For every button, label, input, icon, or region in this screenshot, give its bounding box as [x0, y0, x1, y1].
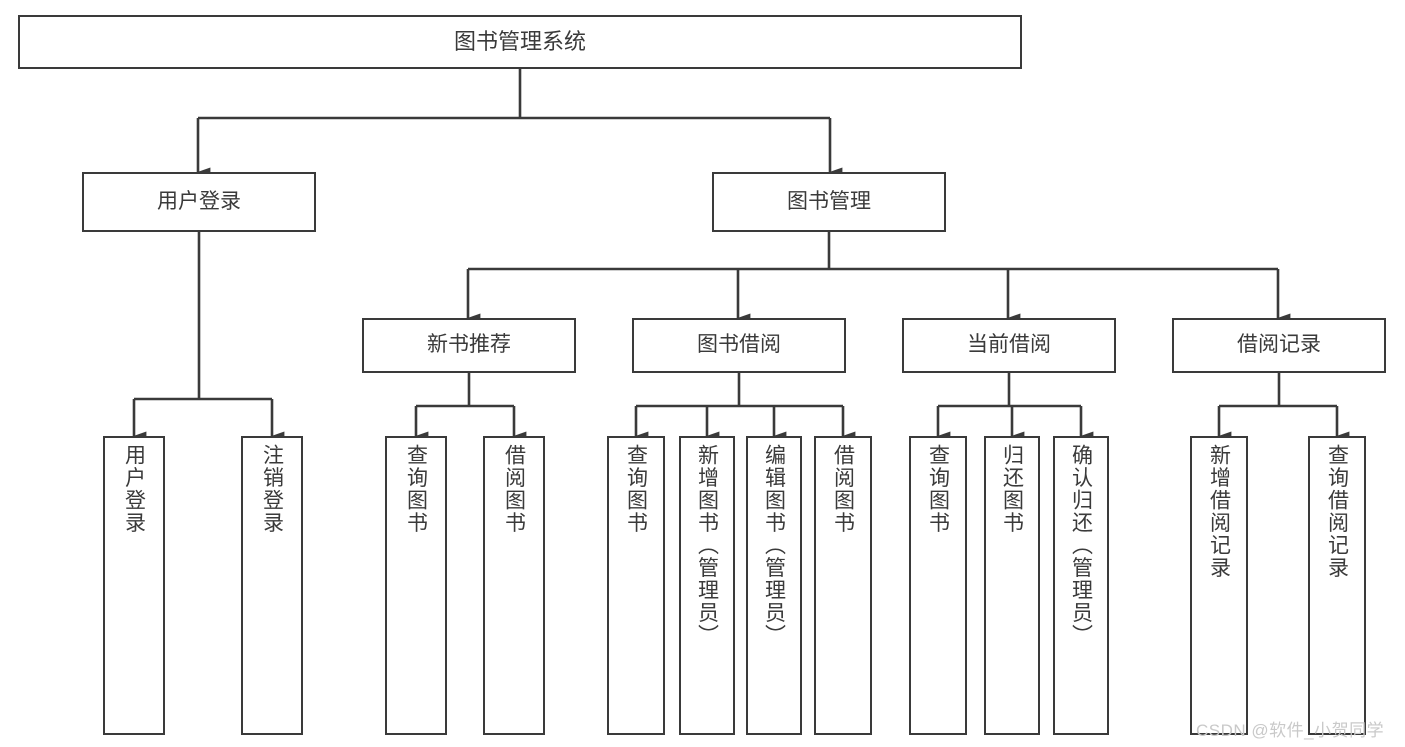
- node-label: 确认归还（管理员）: [1069, 444, 1093, 647]
- node-leaf-edit-book[interactable]: 编辑图书（管理员）: [746, 436, 802, 735]
- node-leaf-user-login[interactable]: 用户登录: [103, 436, 165, 735]
- node-label: 编辑图书（管理员）: [762, 444, 786, 647]
- node-leaf-borrow-book-1[interactable]: 借阅图书: [483, 436, 545, 735]
- node-label: 新书推荐: [427, 333, 511, 357]
- node-book-borrow[interactable]: 图书借阅: [632, 318, 846, 373]
- node-label: 图书管理系统: [453, 29, 586, 55]
- node-label: 查询图书: [624, 444, 648, 534]
- node-current-borrow[interactable]: 当前借阅: [902, 318, 1116, 373]
- node-label: 查询图书: [926, 444, 950, 534]
- node-label: 注销登录: [260, 444, 284, 534]
- node-leaf-add-record[interactable]: 新增借阅记录: [1190, 436, 1248, 735]
- node-label: 借阅图书: [831, 444, 855, 534]
- node-label: 图书管理: [787, 189, 871, 213]
- node-leaf-query-book-1[interactable]: 查询图书: [385, 436, 447, 735]
- node-leaf-return-book[interactable]: 归还图书: [984, 436, 1040, 735]
- node-label: 当前借阅: [967, 333, 1051, 357]
- node-label: 借阅图书: [502, 444, 526, 534]
- node-leaf-borrow-book-2[interactable]: 借阅图书: [814, 436, 872, 735]
- node-label: 新增借阅记录: [1207, 444, 1231, 579]
- node-label: 用户登录: [157, 189, 241, 213]
- node-leaf-query-record[interactable]: 查询借阅记录: [1308, 436, 1366, 735]
- node-leaf-confirm-return[interactable]: 确认归还（管理员）: [1053, 436, 1109, 735]
- node-root[interactable]: 图书管理系统: [18, 15, 1022, 69]
- csdn-watermark: CSDN @软件_小贺同学: [1196, 721, 1385, 740]
- node-new-book-recommend[interactable]: 新书推荐: [362, 318, 576, 373]
- node-label: 借阅记录: [1237, 333, 1321, 357]
- node-book-manage[interactable]: 图书管理: [712, 172, 946, 232]
- node-label: 用户登录: [122, 444, 146, 534]
- node-label: 归还图书: [1000, 444, 1024, 534]
- node-leaf-user-logout[interactable]: 注销登录: [241, 436, 303, 735]
- node-user-login[interactable]: 用户登录: [82, 172, 316, 232]
- node-label: 图书借阅: [697, 333, 781, 357]
- node-label: 查询借阅记录: [1325, 444, 1349, 579]
- node-borrow-record[interactable]: 借阅记录: [1172, 318, 1386, 373]
- node-leaf-query-book-3[interactable]: 查询图书: [909, 436, 967, 735]
- node-label: 新增图书（管理员）: [695, 444, 719, 647]
- node-leaf-query-book-2[interactable]: 查询图书: [607, 436, 665, 735]
- node-leaf-add-book[interactable]: 新增图书（管理员）: [679, 436, 735, 735]
- node-label: 查询图书: [404, 444, 428, 534]
